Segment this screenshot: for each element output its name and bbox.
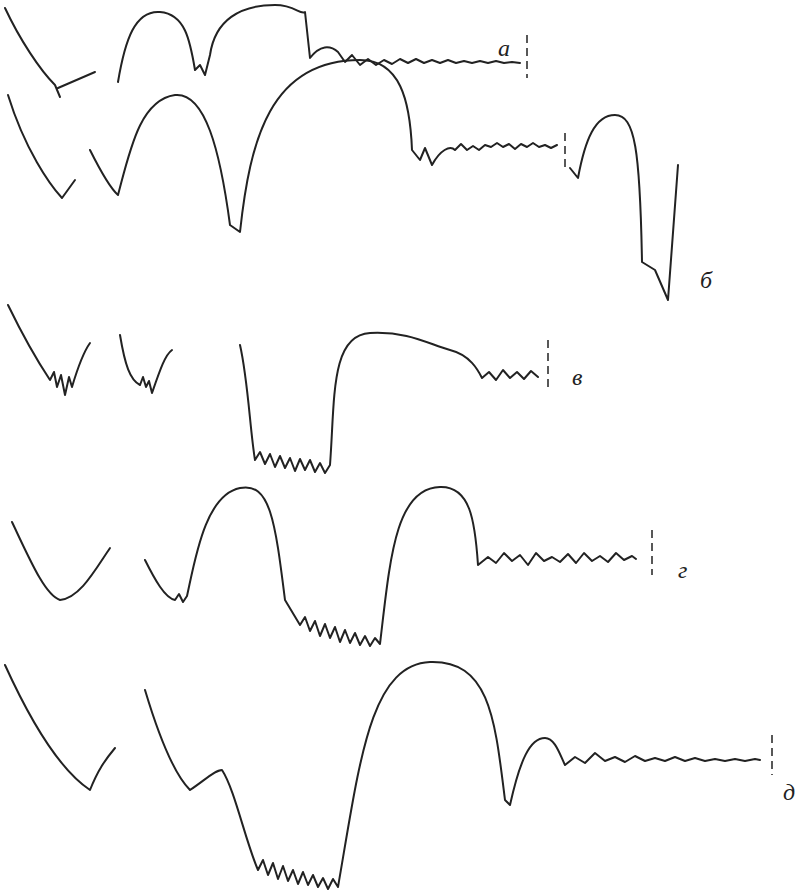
profile-curve <box>12 522 110 600</box>
panel-letter: а <box>498 36 510 60</box>
dashed-marker <box>564 133 566 170</box>
profile-curve <box>145 662 760 889</box>
profile-curve <box>145 487 636 646</box>
profile-curve <box>5 8 95 97</box>
panel-letter: д <box>783 780 795 804</box>
panel-letter: б <box>700 268 712 292</box>
profile-curve <box>118 5 520 82</box>
dashed-marker <box>547 340 549 390</box>
profile-curve <box>570 115 678 300</box>
profile-curve <box>8 95 75 198</box>
profile-curve <box>120 335 172 393</box>
panel-letter: в <box>572 365 582 389</box>
profile-curve <box>240 333 538 473</box>
dashed-marker <box>771 735 773 775</box>
dashed-marker <box>526 35 528 78</box>
profile-curve <box>8 305 90 395</box>
profile-curve <box>90 60 557 232</box>
panel-letter: г <box>678 558 687 582</box>
profile-curve <box>5 665 115 790</box>
dashed-marker <box>651 530 653 575</box>
